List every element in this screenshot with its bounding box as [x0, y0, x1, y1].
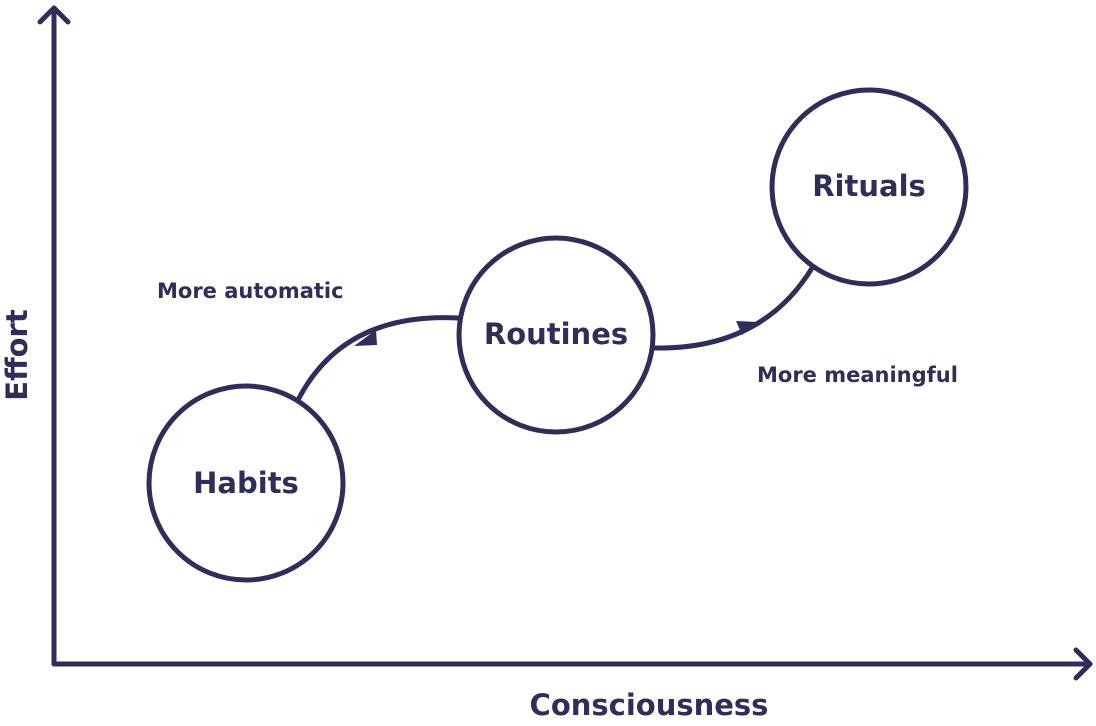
- annotation-more-meaningful: More meaningful: [757, 363, 958, 387]
- node-rituals: Rituals: [769, 87, 969, 287]
- node-rituals-circle: [769, 87, 969, 287]
- axes: [37, 5, 1093, 681]
- node-routines: Routines: [456, 235, 656, 435]
- arrow-right-icon: [736, 321, 758, 335]
- annotation-more-automatic: More automatic: [157, 279, 344, 303]
- connector-routines-to-rituals: [651, 265, 815, 351]
- node-rituals-label: Rituals: [812, 169, 926, 203]
- x-axis-label: Consciousness: [530, 688, 769, 722]
- x-axis-arrow-icon: [1073, 647, 1093, 681]
- node-habits-label: Habits: [193, 466, 299, 500]
- y-axis-label: Effort: [0, 309, 34, 401]
- node-habits: Habits: [146, 383, 346, 583]
- node-habits-circle: [146, 383, 346, 583]
- connector-routines-to-habits: [294, 315, 461, 405]
- node-routines-label: Routines: [484, 317, 628, 351]
- node-routines-circle: [456, 235, 656, 435]
- arrow-left-icon: [354, 330, 377, 346]
- y-axis-arrow-icon: [37, 5, 71, 25]
